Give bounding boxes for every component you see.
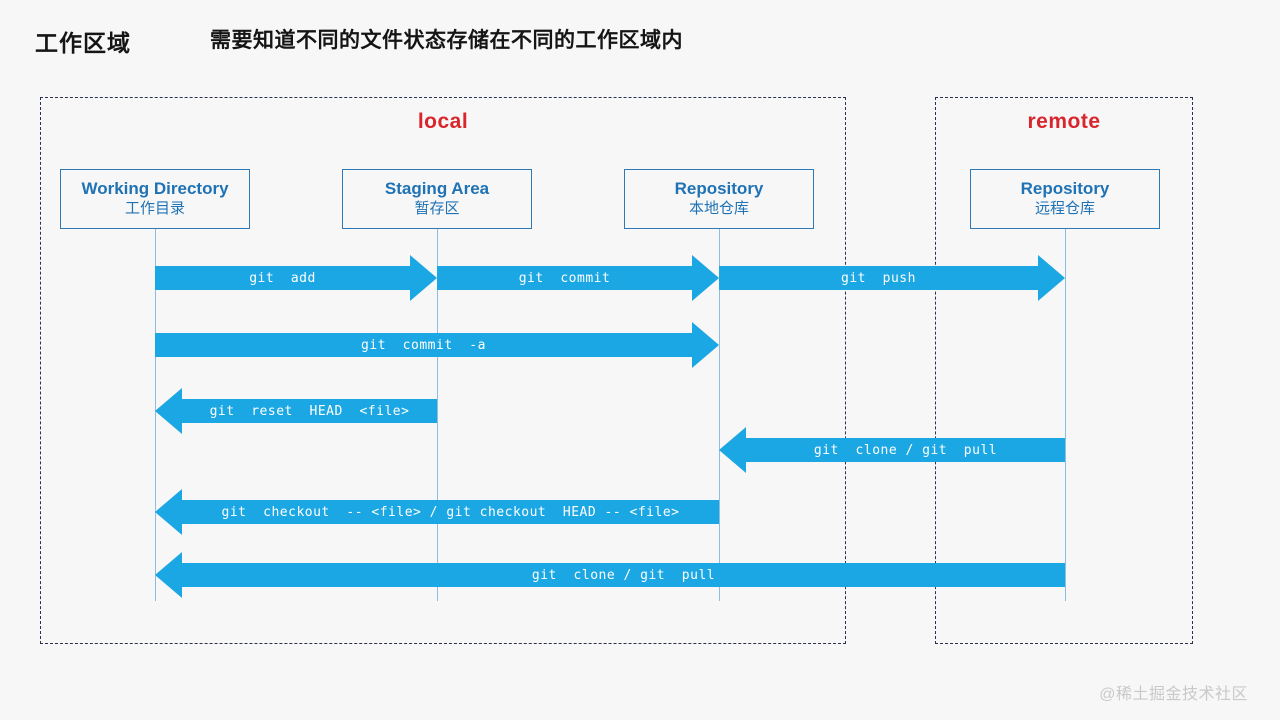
arrowhead-right-icon (692, 322, 719, 368)
arrow-label: git add (249, 270, 316, 286)
lifeline-repository-local (719, 228, 720, 601)
arrowhead-left-icon (155, 388, 182, 434)
arrow-git-checkout----file-git-checkout-head----file: git checkout -- <file> / git checkout HE… (155, 489, 719, 535)
arrow-label: git commit -a (361, 337, 486, 353)
arrow-body: git add (155, 266, 410, 290)
arrowhead-left-icon (719, 427, 746, 473)
arrow-git-commit: git commit (437, 255, 719, 301)
header: 工作区域 需要知道不同的文件状态存储在不同的工作区域内 (35, 24, 1235, 58)
arrow-label: git commit (518, 270, 611, 286)
entity-name-en: Repository (1020, 179, 1110, 199)
arrow-body: git clone / git pull (746, 438, 1065, 462)
entity-name-en: Staging Area (384, 179, 490, 199)
lifeline-repository-remote (1065, 228, 1066, 601)
arrow-body: git clone / git pull (182, 563, 1065, 587)
arrowhead-right-icon (410, 255, 437, 301)
arrow-body: git checkout -- <file> / git checkout HE… (182, 500, 719, 524)
group-local: local (40, 97, 846, 644)
page-title: 工作区域 (35, 30, 131, 56)
lifeline-staging-area (437, 228, 438, 601)
entity-name-en: Repository (674, 179, 764, 199)
arrow-git-commit--a: git commit -a (155, 322, 719, 368)
page-subtitle: 需要知道不同的文件状态存储在不同的工作区域内 (210, 29, 683, 52)
entity-name-zh: 远程仓库 (1034, 199, 1095, 217)
arrowhead-right-icon (1038, 255, 1065, 301)
arrow-body: git commit -a (155, 333, 692, 357)
arrowhead-right-icon (692, 255, 719, 301)
arrow-label: git clone / git pull (531, 567, 716, 583)
arrow-label: git reset HEAD <file> (209, 403, 410, 419)
arrow-label: git checkout -- <file> / git checkout HE… (221, 504, 680, 520)
entity-name-zh: 本地仓库 (688, 199, 749, 217)
group-remote: remote (935, 97, 1193, 644)
arrow-body: git commit (437, 266, 692, 290)
arrow-git-reset-head-file: git reset HEAD <file> (155, 388, 437, 434)
arrowhead-left-icon (155, 552, 182, 598)
watermark: @稀土掘金技术社区 (1099, 686, 1248, 703)
group-remote-label: remote (1027, 110, 1101, 133)
arrow-git-push: git push (719, 255, 1065, 301)
arrowhead-left-icon (155, 489, 182, 535)
arrow-git-clone-git-pull: git clone / git pull (155, 552, 1065, 598)
entity-name-en: Working Directory (81, 179, 229, 199)
arrow-body: git reset HEAD <file> (182, 399, 437, 423)
group-local-label: local (417, 110, 469, 133)
entity-name-zh: 工作目录 (124, 199, 185, 217)
entity-name-zh: 暂存区 (414, 199, 460, 217)
arrow-label: git push (841, 270, 916, 286)
arrow-git-clone-git-pull: git clone / git pull (719, 427, 1065, 473)
arrow-git-add: git add (155, 255, 437, 301)
arrow-body: git push (719, 266, 1038, 290)
arrow-label: git clone / git pull (813, 442, 998, 458)
